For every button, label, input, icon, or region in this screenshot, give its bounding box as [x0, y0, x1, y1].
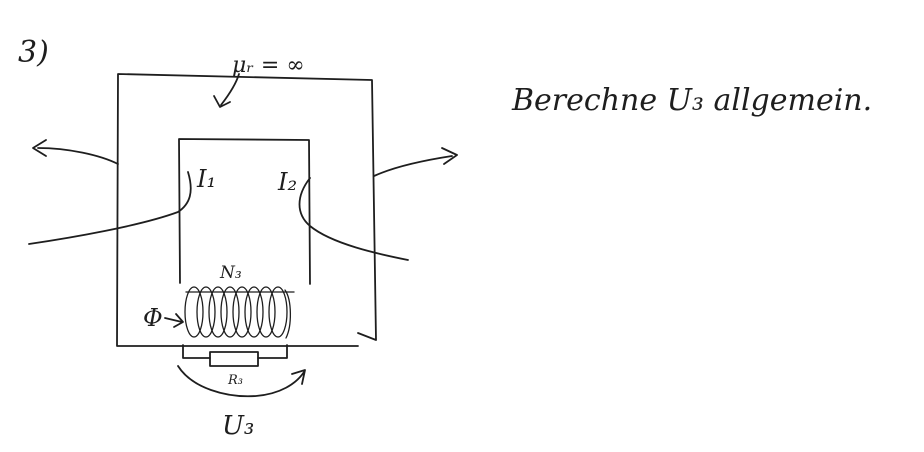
task-text: Berechne U₃ allgemein. — [511, 83, 872, 118]
resistor-r3 — [209, 351, 259, 367]
conductor-2-return-arrow — [373, 147, 458, 177]
coil-turns-label: N₃ — [219, 263, 242, 283]
flux-label: Φ — [143, 304, 163, 332]
coil-winding — [184, 286, 295, 339]
core-permeability-label: μᵣ = ∞ — [232, 53, 305, 78]
core-window-outline — [178, 138, 311, 285]
conductor-1 — [28, 171, 192, 245]
coil-lead-wires — [182, 344, 288, 359]
current-2-label: I₂ — [277, 168, 297, 196]
problem-number: 3) — [18, 35, 49, 70]
conductor-1-return-arrow — [32, 139, 119, 165]
current-1-label: I₁ — [196, 165, 216, 193]
voltage-label: U₃ — [222, 411, 254, 441]
voltage-arrow — [177, 365, 306, 398]
conductor-2 — [298, 177, 409, 261]
flux-arrow — [164, 313, 184, 328]
permeability-pointer-arrow — [213, 73, 240, 108]
resistor-label: R₃ — [227, 373, 243, 388]
